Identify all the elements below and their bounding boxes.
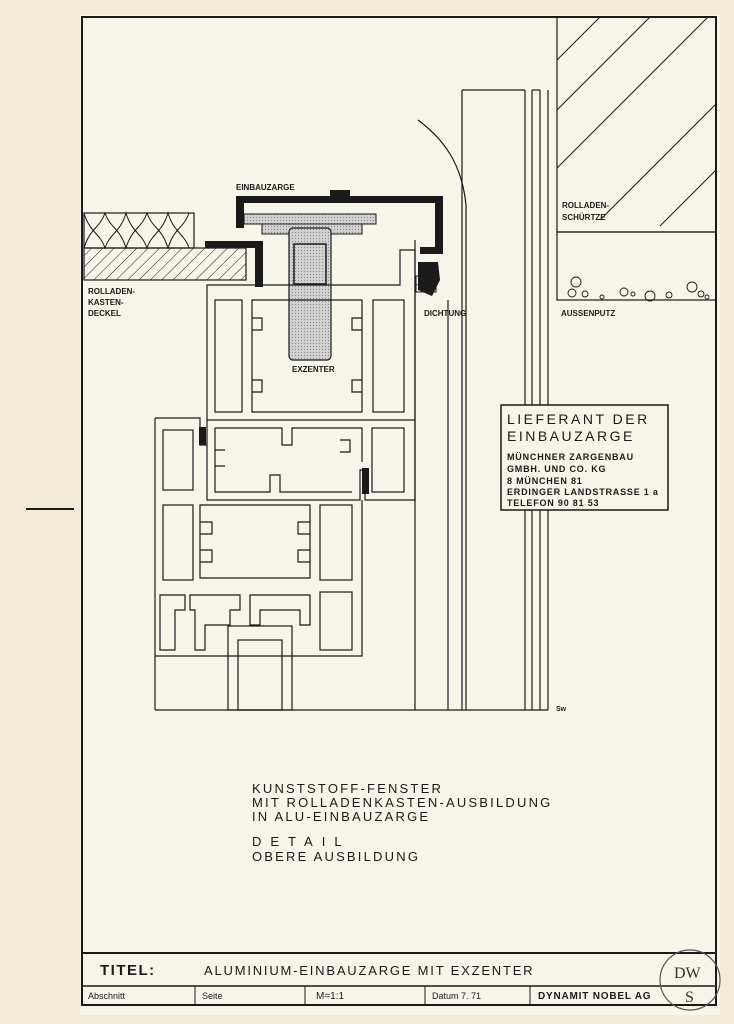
supplier-line-2: GMBH. UND CO. KG [507,464,606,474]
description-detail-sub: OBERE AUSBILDUNG [252,849,420,864]
description-line-3: IN ALU-EINBAUZARGE [252,809,430,824]
stamp-top: DW [674,965,702,982]
dichtung-seal [415,262,440,296]
footer-massstab: M=1:1 [316,991,345,1002]
supplier-line-1: MÜNCHNER ZARGENBAU [507,452,634,462]
exzenter-plate [243,213,377,225]
signature: Sw [556,706,567,713]
description-detail: DETAIL [252,834,351,849]
label-einbauzarge: EINBAUZARGE [236,183,295,192]
sheet-paper [80,15,720,1015]
supplier-line-4: ERDINGER LANDSTRASSE 1 a [507,487,659,497]
titel-text: ALUMINIUM-EINBAUZARGE MIT EXZENTER [204,963,534,978]
wall-block [556,16,717,301]
drawing-frame [81,16,717,1006]
stamp-bottom: S [685,989,694,1006]
window-profile [154,249,548,711]
description-block: KUNSTSTOFF-FENSTER MIT ROLLADENKASTEN-AU… [252,781,553,864]
label-rolladen-kasten-deckel-3: DECKEL [88,309,121,318]
footer-seite: Seite [202,991,223,1001]
footer-abschnitt: Abschnitt [88,991,126,1001]
supplier-box: LIEFERANT DER EINBAUZARGE MÜNCHNER ZARGE… [500,404,669,511]
label-aussenputz: AUSSENPUTZ [561,309,615,318]
exzenter [288,227,332,361]
supplier-heading-1: LIEFERANT DER [507,411,650,427]
label-rolladen-schurtze-2: SCHÜRTZE [562,213,606,222]
label-rolladen-kasten-deckel-2: KASTEN- [88,298,124,307]
label-rolladen-kasten-deckel-1: ROLLADEN- [88,287,135,296]
title-block: TITEL: ALUMINIUM-EINBAUZARGE MIT EXZENTE… [82,952,716,1005]
titel-label: TITEL: [100,962,156,979]
description-line-1: KUNSTSTOFF-FENSTER [252,781,443,796]
label-exzenter: EXZENTER [292,365,335,374]
rolladenkasten-deckel [83,211,247,281]
label-rolladen-schurtze-1: ROLLADEN- [562,201,609,210]
label-dichtung: DICHTUNG [424,309,466,318]
aussenputz-texture [567,276,710,302]
supplier-heading-2: EINBAUZARGE [507,428,635,444]
footer-datum: Datum 7. 71 [432,991,481,1001]
dws-stamp: DW S [659,949,721,1011]
supplier-line-3: 8 MÜNCHEN 81 [507,476,583,486]
footer-firma: DYNAMIT NOBEL AG [538,991,651,1002]
description-line-2: MIT ROLLADENKASTEN-AUSBILDUNG [252,795,553,810]
supplier-line-5: TELEFON 90 81 53 [507,498,599,508]
